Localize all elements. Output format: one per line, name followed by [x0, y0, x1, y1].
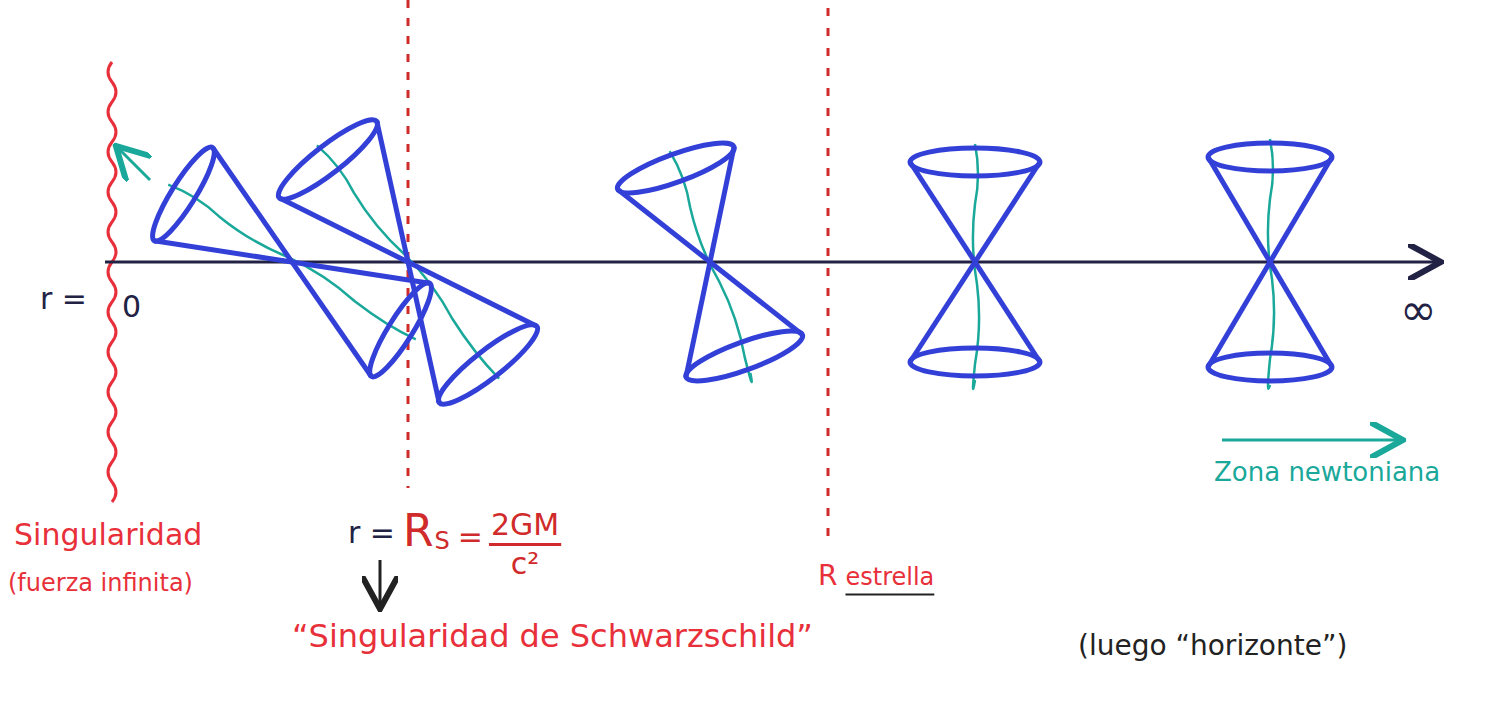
cone-edge	[910, 162, 1040, 362]
light-cones	[139, 107, 1332, 417]
light-cone	[268, 107, 548, 417]
region-note: (luego “horizonte”)	[1078, 630, 1347, 662]
singularity-line	[108, 62, 116, 502]
axis-label: 0	[122, 290, 141, 325]
star-radius-line	[827, 8, 830, 540]
light-cone	[1208, 139, 1332, 389]
underline	[845, 594, 934, 596]
cone-edge	[1208, 157, 1332, 367]
region-note: (fuerza infinita)	[8, 570, 193, 598]
formula: R	[818, 560, 837, 592]
region-label: Zona newtoniana	[1214, 458, 1464, 488]
cone-rim	[431, 315, 546, 413]
cone-rim	[144, 141, 223, 247]
cone-edge	[618, 147, 803, 377]
formula: c²	[511, 547, 540, 582]
pointer-arrow	[379, 560, 382, 606]
cone-edge	[154, 148, 429, 377]
cone-rim	[270, 110, 385, 208]
axis-label: r =	[40, 282, 87, 317]
formula: 2GM	[491, 508, 559, 543]
light-cone	[611, 130, 811, 403]
light-cone	[139, 138, 445, 386]
formula: =	[458, 520, 483, 555]
formula: R	[403, 506, 434, 557]
light-cone	[910, 144, 1040, 389]
cone-edge	[279, 121, 537, 402]
cone-rim	[1208, 143, 1332, 171]
cone-edge	[1208, 157, 1332, 367]
formula-subscript: S	[435, 528, 450, 556]
cone-edge	[618, 147, 803, 377]
formula: r =	[348, 516, 395, 551]
cone-rim	[681, 322, 807, 391]
region-label: estrella	[845, 564, 934, 592]
cone-rim	[1208, 353, 1332, 381]
cone-edge	[154, 148, 429, 377]
cone-rim	[910, 148, 1040, 176]
cone-rim	[910, 348, 1040, 376]
zone-arrow	[1222, 439, 1400, 442]
axis-label: ∞	[1400, 285, 1437, 336]
cone-rim	[361, 277, 440, 383]
worldline-arrow	[118, 148, 150, 180]
region-label: Singularidad	[14, 518, 202, 553]
cone-edge	[910, 162, 1040, 362]
horizon-line	[407, 0, 410, 488]
region-label: “Singularidad de Schwarzschild”	[292, 618, 813, 655]
cone-rim	[613, 134, 739, 203]
cone-edge	[279, 121, 537, 402]
